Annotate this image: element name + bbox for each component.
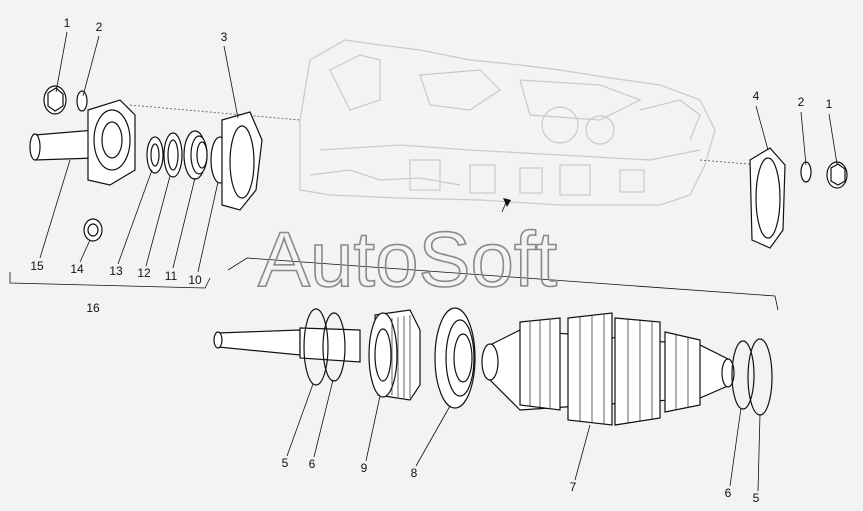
ring-5a xyxy=(303,308,329,386)
group-bracket-main xyxy=(227,257,779,311)
callout-c6a: 6 xyxy=(309,457,316,471)
group-bracket-16 xyxy=(9,272,211,289)
callout-c16: 16 xyxy=(86,301,100,315)
callout-c13: 13 xyxy=(109,264,123,278)
callout-c9: 9 xyxy=(361,461,368,475)
ring-5b xyxy=(747,338,773,416)
callout-c3: 3 xyxy=(221,30,228,44)
shaft-15 xyxy=(34,129,96,161)
callout-c11: 11 xyxy=(165,269,178,283)
callout-c1a: 1 xyxy=(64,16,71,30)
axis-arrow-head xyxy=(503,198,511,207)
shaft-spline xyxy=(217,329,301,356)
callout-c5b: 5 xyxy=(753,491,760,505)
output-cover-group xyxy=(749,147,848,249)
watermark: AutoSoft xyxy=(258,215,558,303)
callout-c7: 7 xyxy=(570,480,577,494)
washer-2a xyxy=(76,90,88,112)
callout-c1b: 1 xyxy=(826,97,833,111)
input-cover-group xyxy=(29,85,263,242)
callout-c8: 8 xyxy=(411,466,418,480)
mainshaft-assembly xyxy=(213,257,779,426)
leader-lines xyxy=(39,31,838,492)
callout-c6b: 6 xyxy=(725,486,732,500)
callout-c4: 4 xyxy=(753,89,760,103)
callout-c14: 14 xyxy=(70,262,84,276)
housing-outline xyxy=(299,39,716,206)
callout-c2b: 2 xyxy=(798,95,805,109)
callout-c10: 10 xyxy=(188,273,202,287)
ring-6a xyxy=(322,312,346,382)
callout-c5a: 5 xyxy=(282,456,289,470)
callout-c2a: 2 xyxy=(96,20,103,34)
callout-c15: 15 xyxy=(30,259,44,273)
callout-c12: 12 xyxy=(137,266,151,280)
ring-6b xyxy=(731,340,755,410)
